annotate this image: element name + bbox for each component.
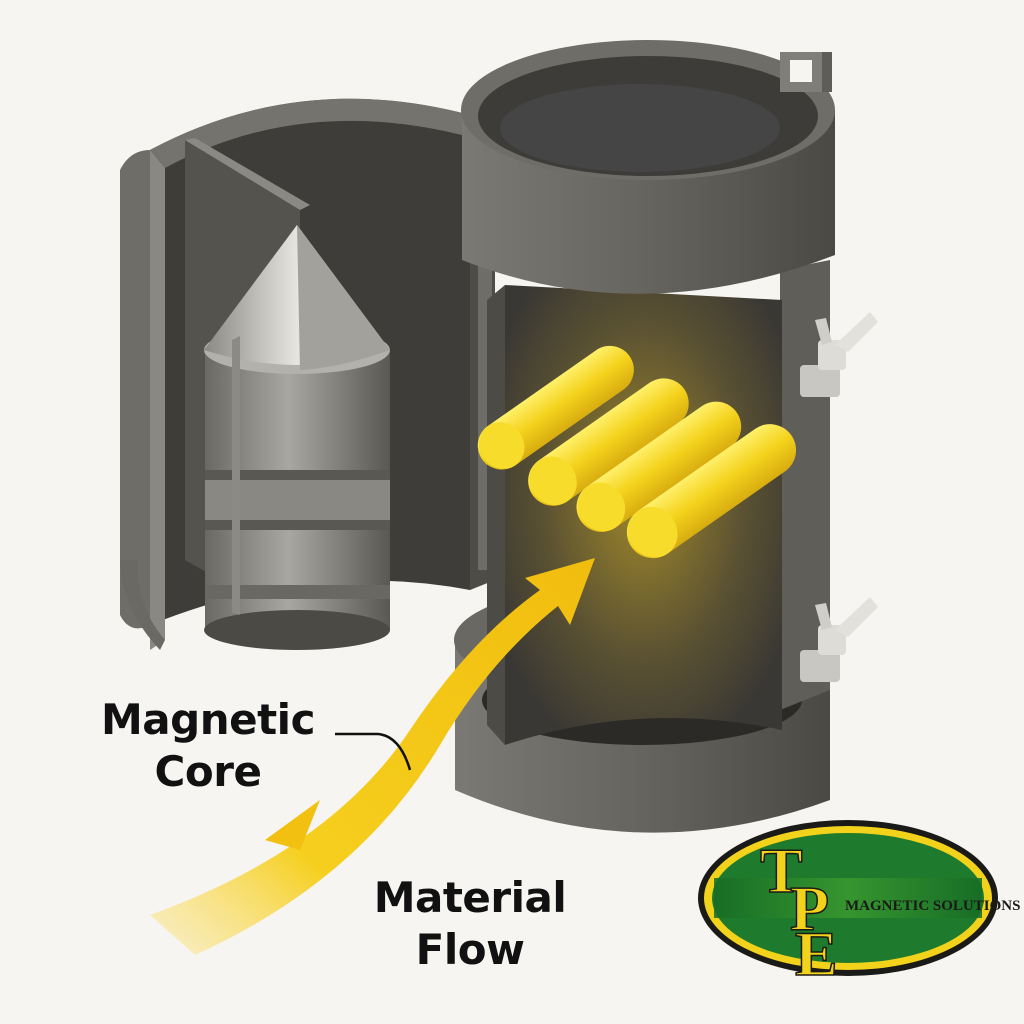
logo-letter-e: E (795, 918, 838, 989)
logo-text: MAGNETIC SOLUTIONS (845, 898, 1020, 914)
magnetic-core (204, 225, 390, 650)
material-flow-label-line1: Material (373, 873, 567, 922)
tpe-logo: T P E MAGNETIC SOLUTIONS (698, 820, 1020, 990)
logo-letter-p: P (790, 873, 829, 944)
hinge-tab-icon (780, 52, 832, 92)
material-flow-label: Material Flow (350, 872, 590, 976)
magnetic-core-label-line2: Core (154, 747, 262, 796)
magnetic-core-label: Magnetic Core (88, 694, 328, 798)
material-flow-arrow (150, 558, 595, 955)
core-callout-line (335, 732, 412, 771)
magnetic-core-label-line1: Magnetic (101, 695, 315, 744)
logo-letter-t: T (760, 835, 803, 906)
material-flow-label-line2: Flow (415, 925, 525, 974)
magnet-bars (477, 345, 797, 559)
wing-nut-clamp-icon (800, 597, 878, 682)
wing-nut-clamp-icon (800, 312, 878, 397)
